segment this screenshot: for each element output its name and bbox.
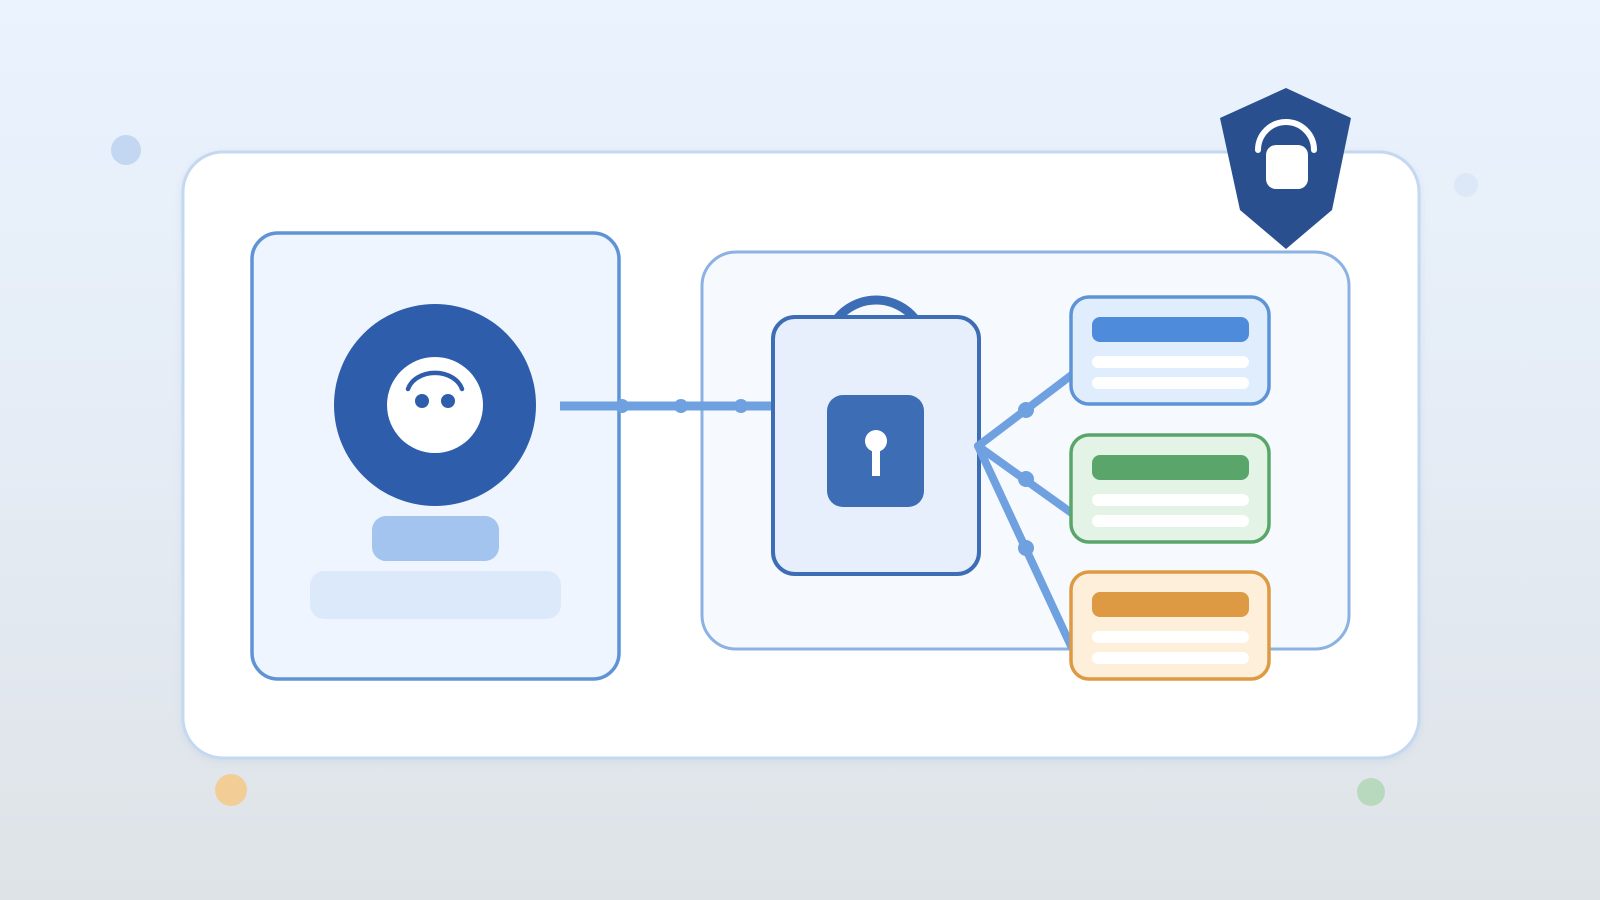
user-detail-placeholder bbox=[310, 571, 561, 619]
user-name-placeholder bbox=[372, 516, 499, 561]
lock-to-resources-connector bbox=[974, 370, 1077, 650]
user-to-lock-connector bbox=[560, 399, 773, 413]
user-avatar-icon bbox=[334, 304, 536, 506]
shield-lock-icon bbox=[1220, 88, 1351, 249]
decor-dot-light-blue bbox=[1454, 173, 1478, 197]
resource-card-orange bbox=[1069, 570, 1271, 681]
resource-card-green bbox=[1069, 433, 1271, 544]
padlock-keyhole-icon bbox=[771, 295, 981, 576]
decor-dot-blue bbox=[111, 135, 141, 165]
resource-card-blue bbox=[1069, 295, 1271, 406]
decor-dot-green bbox=[1357, 778, 1385, 806]
decor-dot-orange bbox=[215, 774, 247, 806]
